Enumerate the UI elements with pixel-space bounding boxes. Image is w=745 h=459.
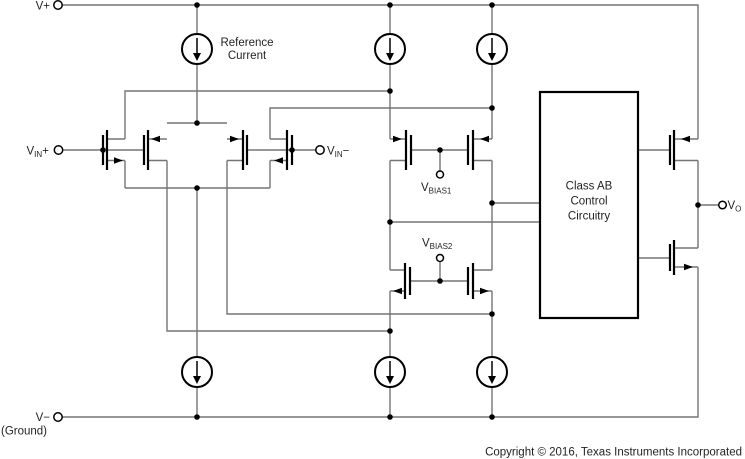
current-source-icon bbox=[476, 356, 508, 388]
source-arrow-icon bbox=[114, 157, 123, 164]
junction-dot bbox=[489, 414, 495, 420]
vin-minus-terminal bbox=[315, 145, 325, 155]
junction-dot bbox=[437, 147, 443, 153]
junction-dot bbox=[489, 311, 495, 317]
vin-minus-label: VIN− bbox=[327, 146, 350, 160]
output-nmos bbox=[668, 240, 693, 275]
wire-top-current-source-leads bbox=[196, 5, 493, 139]
junction-dot bbox=[437, 278, 443, 284]
junction-dot bbox=[194, 414, 200, 420]
copyright-notice: Copyright © 2016, Texas Instruments Inco… bbox=[485, 447, 742, 459]
wire-top-rail bbox=[62, 4, 699, 139]
wire-output-node bbox=[697, 160, 719, 248]
wires bbox=[62, 4, 719, 418]
junction-dot bbox=[194, 185, 200, 191]
junction-dot bbox=[194, 2, 200, 8]
class-ab-control-box bbox=[538, 90, 640, 320]
wire-bottom-current-source-leads bbox=[196, 188, 493, 417]
vo-terminal bbox=[717, 200, 728, 210]
cascode-pmos-left bbox=[393, 130, 413, 170]
input-pmos-left bbox=[142, 130, 160, 170]
cascode-nmos-right bbox=[466, 263, 489, 299]
cascode-nmos-left bbox=[393, 263, 412, 299]
current-source-icon bbox=[374, 33, 406, 65]
ground-note-label: (Ground) bbox=[1, 426, 47, 438]
wire-input-stage-stubs bbox=[107, 138, 287, 188]
source-arrow-icon bbox=[151, 135, 160, 143]
v-minus-terminal bbox=[53, 412, 63, 422]
wire-nmos-drain-links bbox=[124, 90, 492, 139]
wire-box-gate-outputs bbox=[638, 149, 670, 259]
reference-current-label-line1: Reference bbox=[220, 37, 273, 49]
source-arrow-icon bbox=[480, 287, 489, 295]
wire-vbias2-gate-link bbox=[410, 261, 468, 282]
wire-output-stubs bbox=[674, 138, 698, 268]
v-plus-terminal bbox=[53, 0, 63, 10]
junction-dot bbox=[387, 414, 393, 420]
junction-dots bbox=[100, 2, 701, 420]
junction-dot bbox=[100, 147, 106, 153]
cascode-pmos-right bbox=[466, 130, 489, 170]
vbias1-label: VBIAS1 bbox=[421, 182, 452, 196]
source-arrow-icon bbox=[684, 263, 693, 271]
reference-current-source-icon bbox=[181, 33, 213, 65]
junction-dot bbox=[695, 202, 701, 208]
wire-cascode-verticals bbox=[389, 160, 493, 270]
current-sources bbox=[181, 33, 508, 388]
wire-pmos-drain-links bbox=[166, 160, 492, 332]
vin-plus-label: VIN+ bbox=[27, 146, 50, 160]
class-ab-box-label-line2: Control bbox=[570, 196, 607, 208]
source-arrow-icon bbox=[393, 287, 402, 295]
input-pmos-right bbox=[230, 130, 249, 170]
terminals bbox=[53, 0, 728, 422]
output-pmos bbox=[668, 130, 690, 170]
junction-dot bbox=[194, 120, 200, 126]
source-arrow-icon bbox=[393, 135, 402, 143]
junction-dot bbox=[387, 2, 393, 8]
source-arrow-icon bbox=[274, 157, 283, 164]
vbias1-terminal bbox=[435, 170, 445, 179]
current-source-icon bbox=[476, 33, 508, 65]
junction-dot bbox=[489, 105, 495, 111]
class-ab-box-label-line3: Circuitry bbox=[568, 211, 610, 223]
junction-dot bbox=[387, 328, 393, 334]
source-arrow-icon bbox=[480, 135, 489, 143]
junction-dot bbox=[387, 219, 393, 225]
v-plus-label: V+ bbox=[36, 1, 51, 13]
vbias2-terminal bbox=[435, 253, 445, 263]
vbias2-label: VBIAS2 bbox=[422, 238, 453, 252]
vin-plus-terminal bbox=[53, 145, 64, 155]
wire-box-inputs bbox=[390, 202, 540, 223]
class-ab-box-label-line1: Class AB bbox=[566, 181, 613, 193]
junction-dot bbox=[387, 88, 393, 94]
vo-label: VO bbox=[728, 200, 742, 214]
wire-ground-rail bbox=[62, 267, 699, 418]
junction-dot bbox=[489, 200, 495, 206]
v-minus-label: V− bbox=[36, 412, 51, 424]
current-source-icon bbox=[374, 356, 406, 388]
reference-current-label-line2: Current bbox=[228, 50, 267, 62]
wire-vbias1-gate-link bbox=[411, 149, 468, 171]
current-source-icon bbox=[181, 356, 213, 388]
junction-dot bbox=[489, 2, 495, 8]
source-arrow-icon bbox=[681, 135, 690, 143]
source-arrow-icon bbox=[230, 135, 239, 143]
junction-dot bbox=[289, 147, 295, 153]
